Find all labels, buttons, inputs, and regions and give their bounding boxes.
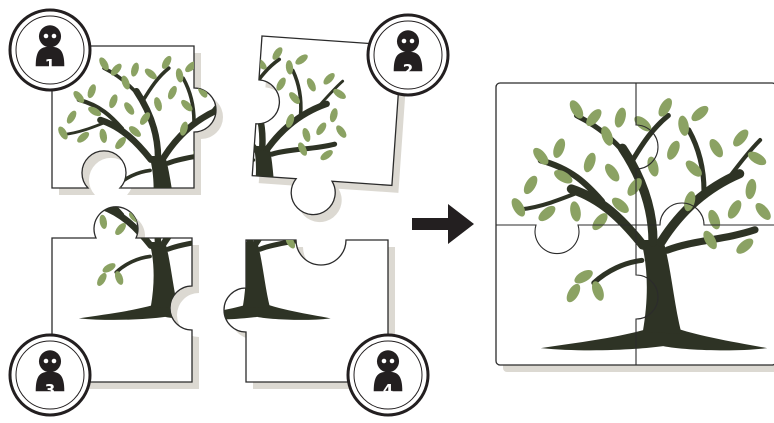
- badge-4: 4: [346, 333, 430, 417]
- badge-3: 3: [8, 333, 92, 417]
- badge-number: 3: [45, 381, 55, 399]
- puzzle-piece-1[interactable]: [51, 45, 243, 234]
- right-arrow-icon: [412, 204, 474, 244]
- badge-number: 1: [45, 56, 55, 74]
- badge-1: 1: [8, 8, 92, 92]
- puzzle-piece-3[interactable]: [51, 140, 243, 389]
- assembled-puzzle: [495, 82, 774, 372]
- puzzle-piece-2[interactable]: [155, 29, 409, 233]
- badge-2: 2: [366, 13, 450, 97]
- badge-number: 4: [383, 381, 393, 399]
- badge-number: 2: [403, 61, 413, 79]
